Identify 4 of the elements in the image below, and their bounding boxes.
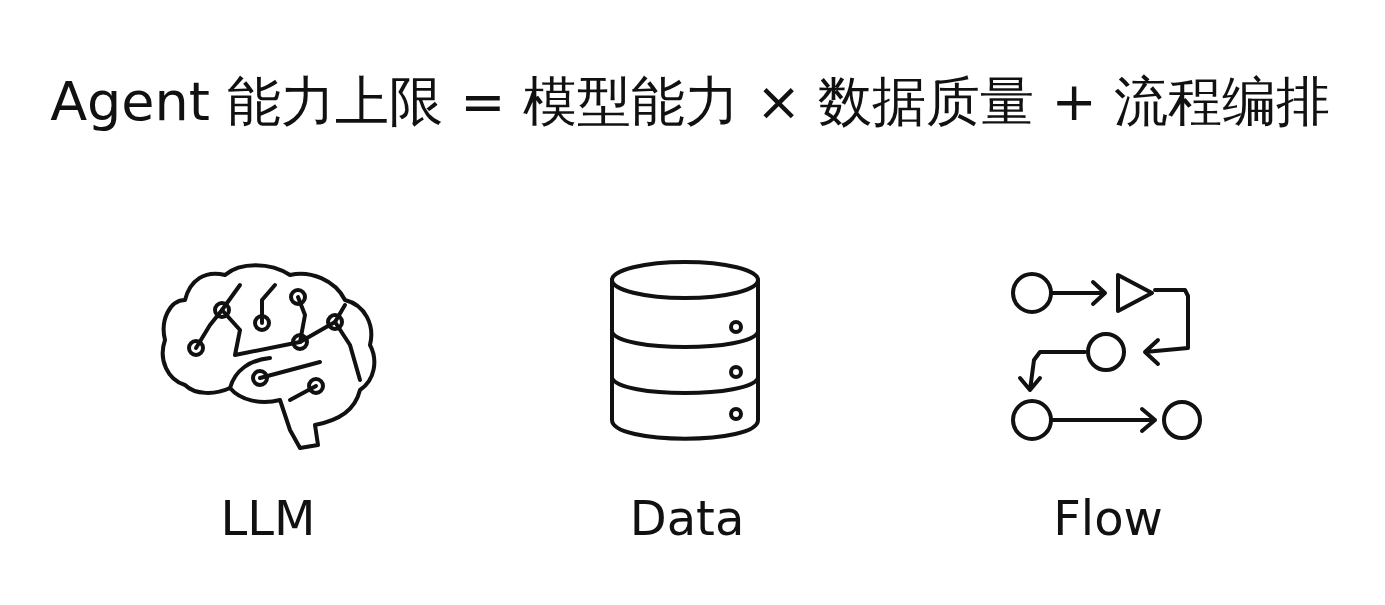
title: Agent 能力上限 = 模型能力 × 数据质量 + 流程编排 bbox=[50, 69, 1330, 135]
icon-caption: LLM bbox=[220, 490, 316, 546]
icon-caption: Data bbox=[629, 490, 745, 546]
icon-caption: Flow bbox=[1053, 490, 1163, 546]
